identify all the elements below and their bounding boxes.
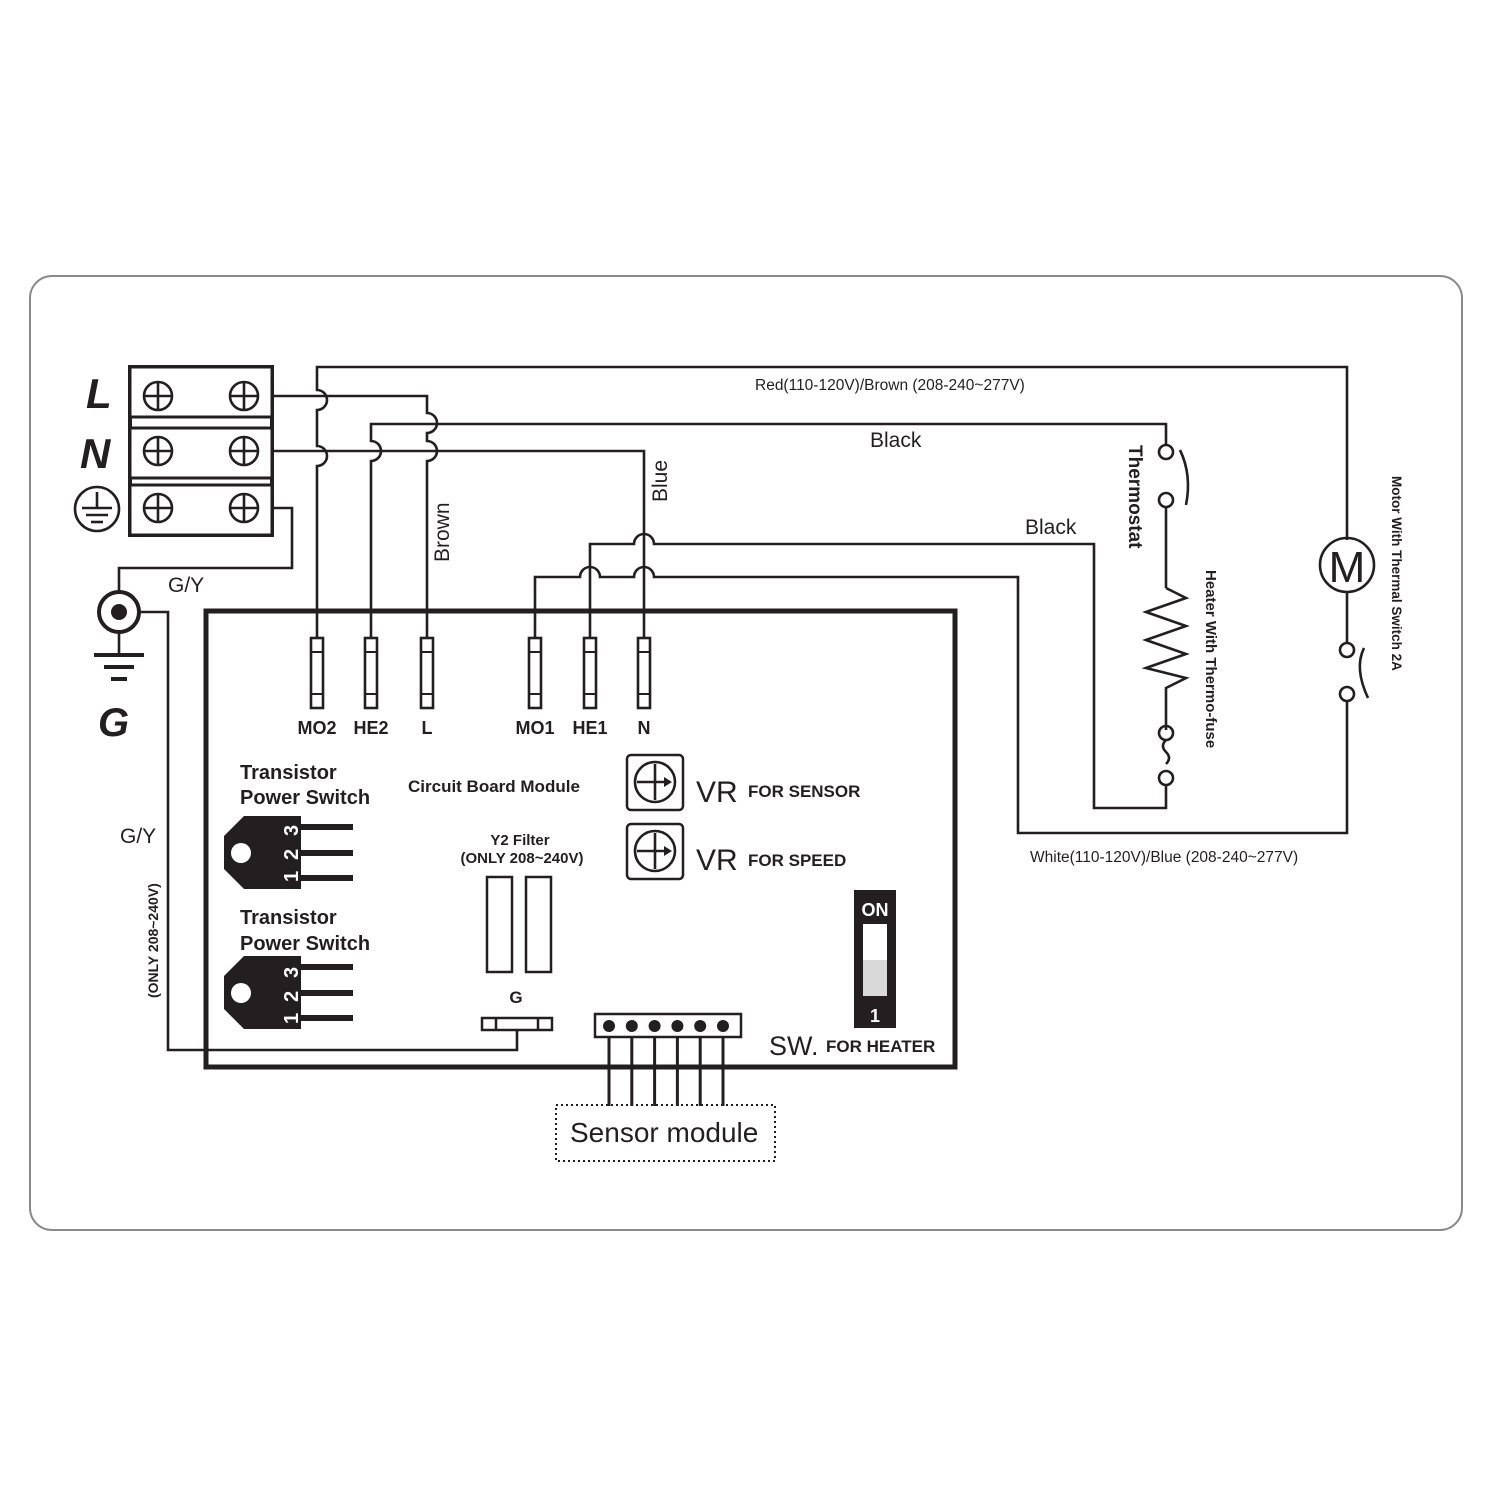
board-terminal-label-l: L [422, 718, 433, 738]
wire-label-brown: Brown [431, 502, 454, 562]
wire-label-gy-top: G/Y [168, 574, 204, 597]
transistor-2-label-line2: Power Switch [240, 933, 370, 955]
vr-sensor-prefix: VR [696, 776, 738, 809]
transistor-2-label-line1: Transistor [240, 907, 337, 929]
transistor-2-pin-3: 3 [281, 967, 303, 978]
sensor-module [555, 1104, 776, 1162]
board-terminal-he2 [363, 636, 379, 710]
wire-thermostat-return-black [588, 532, 1168, 810]
terminal-screw-icon [142, 380, 260, 524]
ground-label: G [98, 701, 129, 745]
board-terminal-label-n: N [638, 718, 651, 738]
wire-neutral-blue [272, 449, 646, 640]
sensor-pin [717, 1020, 729, 1032]
wire-label-blue: Blue [649, 460, 672, 502]
transistor-1-icon [224, 816, 353, 889]
board-terminal-he1 [582, 636, 598, 710]
thermal-switch-icon [1338, 641, 1370, 703]
heater-dip-switch[interactable] [854, 890, 896, 1028]
wire-label-gy-board: G/Y [120, 825, 156, 848]
sensor-pin [671, 1020, 684, 1032]
board-terminal-label-mo1: MO1 [515, 718, 554, 738]
motor-symbol: M [1329, 543, 1366, 592]
board-ground-terminal [480, 1016, 554, 1032]
board-terminal-mo2 [309, 636, 325, 710]
ground-connector-icon [94, 590, 144, 681]
wire-motor-return [533, 565, 1349, 835]
thermostat-switch-icon [1157, 443, 1190, 588]
wire-earth-to-ground [117, 506, 294, 592]
protective-earth-icon [73, 485, 121, 533]
wire-label-black-return: Black [1025, 516, 1077, 539]
transistor-1-pin-2: 2 [281, 849, 303, 860]
diagram-frame [29, 275, 1463, 1231]
board-terminal-mo1 [527, 636, 543, 710]
vr-sensor-potentiometer[interactable] [625, 753, 685, 812]
thermostat-label: Thermostat [1124, 445, 1145, 549]
y2-filter-title: Y2 Filter [490, 832, 549, 849]
vr-sensor-label: FOR SENSOR [748, 782, 860, 801]
dip-switch-on-label: ON [862, 900, 889, 920]
board-terminal-label-he1: HE1 [572, 718, 607, 738]
board-terminal-label-mo2: MO2 [297, 718, 336, 738]
sensor-module-label: Sensor module [570, 1117, 758, 1148]
heater-resistor-icon [1141, 586, 1190, 730]
dip-switch-prefix: SW. [769, 1031, 819, 1061]
circuit-board [203, 608, 958, 1070]
board-ground-terminal-label: G [509, 988, 522, 1007]
transistor-2-pin-2: 2 [281, 991, 303, 1002]
transistor-1-label-line1: Transistor [240, 762, 337, 784]
board-terminal-label-he2: HE2 [353, 718, 388, 738]
board-terminal-n [636, 636, 652, 710]
wire-heater-supply-black [369, 422, 1168, 640]
transistor-2-pin-1: 1 [281, 1013, 303, 1024]
sensor-pin [694, 1020, 707, 1032]
y2-filter-capacitor-icon [485, 875, 553, 974]
dip-switch-number: 1 [870, 1006, 880, 1026]
wire-label-motor-supply: Red(110-120V)/Brown (208-240~277V) [755, 377, 1025, 394]
wire-label-motor-return: White(110-120V)/Blue (208-240~277V) [1030, 849, 1298, 866]
motor-label: Motor With Thermal Switch 2A [1389, 476, 1404, 671]
transistor-1-pin-1: 1 [281, 871, 303, 882]
thermo-fuse-icon [1157, 724, 1175, 787]
heater-label: Heater With Thermo-fuse [1202, 570, 1219, 748]
transistor-1-pin-3: 3 [281, 825, 303, 836]
sensor-pin [603, 1020, 615, 1032]
terminal-label-N: N [80, 430, 112, 477]
vr-speed-potentiometer[interactable] [625, 822, 685, 881]
vr-speed-prefix: VR [696, 844, 738, 877]
wire-label-gy-note: (ONLY 208~240V) [145, 883, 161, 998]
y2-filter-note: (ONLY 208~240V) [461, 850, 584, 867]
wire-ground-to-board [139, 610, 519, 1052]
board-title: Circuit Board Module [408, 777, 580, 796]
board-terminals [309, 636, 652, 710]
wire-live-brown [272, 394, 439, 640]
terminal-block [128, 365, 274, 537]
terminal-label-L: L [86, 370, 112, 417]
sensor-pin [625, 1020, 638, 1032]
wire-label-black-heater: Black [870, 429, 922, 452]
sensor-pin [648, 1020, 661, 1032]
sensor-connector-pins [603, 1020, 729, 1106]
vr-speed-label: FOR SPEED [748, 851, 846, 870]
board-terminal-l [419, 636, 435, 710]
wire-motor-supply [315, 365, 1349, 640]
transistor-2-icon [224, 956, 353, 1029]
transistor-1-label-line2: Power Switch [240, 787, 370, 809]
dip-switch-label: FOR HEATER [826, 1037, 935, 1056]
motor-icon: M [1318, 536, 1376, 643]
